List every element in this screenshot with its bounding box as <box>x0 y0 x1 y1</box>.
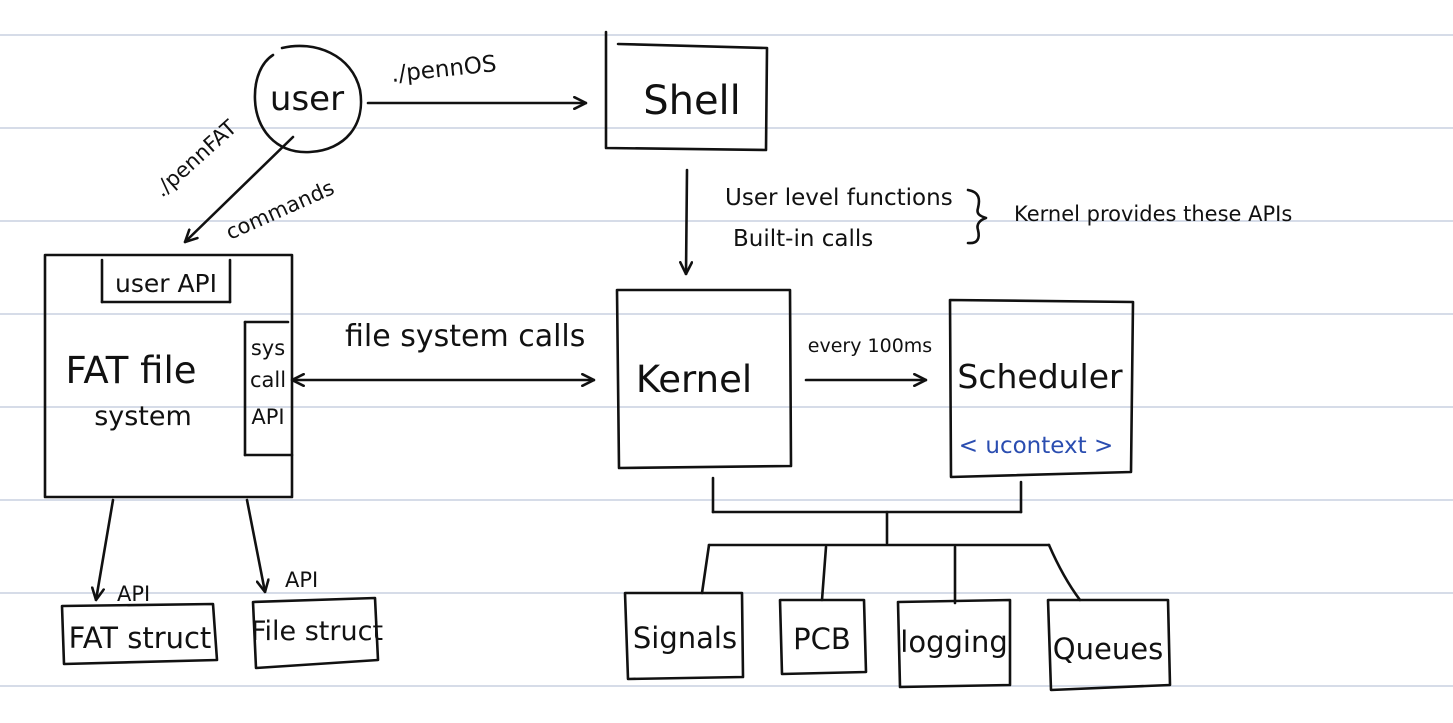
user-api-box: user API <box>100 258 232 304</box>
edge-shell-to-kernel-label-1: User level functions <box>725 185 953 211</box>
edge-fat-to-filestruct-label: API <box>285 568 318 592</box>
ucontext-label: < ucontext > <box>959 433 1113 459</box>
edge-fat-to-fatstruct-label: API <box>117 582 150 606</box>
edge-fat-to-fatstruct: API <box>96 498 150 606</box>
fat-struct-label: FAT struct <box>69 621 212 655</box>
user-label: user <box>270 79 344 119</box>
kernel-label: Kernel <box>636 358 752 401</box>
signals-label: Signals <box>633 621 737 655</box>
edge-shell-to-kernel-label-2: Built-in calls <box>733 226 873 252</box>
fat-fs-label-line1: FAT file <box>65 349 196 392</box>
syscall-api-box: sys call API <box>243 320 294 457</box>
syscall-label-line2: call <box>250 368 286 392</box>
edge-user-to-fat-label-1: ./pennFAT <box>149 115 241 201</box>
fat-fs-label-line2: system <box>94 401 192 432</box>
shell-node: Shell <box>604 30 769 152</box>
edge-user-to-fat: ./pennFAT commands <box>149 115 338 244</box>
queues-label: Queues <box>1053 632 1163 666</box>
curly-brace <box>966 188 988 245</box>
signals-node: Signals <box>623 591 745 681</box>
logging-label: logging <box>900 625 1007 659</box>
component-bus <box>700 476 1082 605</box>
file-struct-label: File struct <box>251 616 383 647</box>
edge-user-to-shell-label: ./pennOS <box>390 51 498 88</box>
queues-node: Queues <box>1046 598 1172 692</box>
edge-kernel-to-scheduler-label: every 100ms <box>808 335 932 357</box>
fat-file-system-node: user API FAT file system sys call API <box>43 253 294 499</box>
edge-kernel-to-scheduler: every 100ms <box>804 335 932 380</box>
kernel-node: Kernel <box>615 288 793 470</box>
syscall-label-line1: sys <box>251 336 285 360</box>
edge-fat-kernel: file system calls <box>290 319 596 380</box>
edge-fat-kernel-label: file system calls <box>345 319 585 354</box>
syscall-label-line3: API <box>251 405 284 429</box>
edge-user-to-fat-label-2: commands <box>222 176 338 245</box>
user-node: user <box>253 44 363 154</box>
scheduler-label: Scheduler <box>957 357 1123 396</box>
file-struct-node: File struct <box>251 596 383 670</box>
pcb-node: PCB <box>778 598 868 676</box>
fat-struct-node: FAT struct <box>60 602 219 666</box>
shell-label: Shell <box>643 78 741 124</box>
edge-shell-to-kernel-note: Kernel provides these APIs <box>1014 202 1292 226</box>
edge-fat-to-filestruct: API <box>245 498 318 594</box>
edge-user-to-shell: ./pennOS <box>366 51 588 103</box>
logging-node: logging <box>896 598 1012 689</box>
pcb-label: PCB <box>793 622 851 656</box>
user-api-label: user API <box>115 269 217 298</box>
scheduler-node: Scheduler < ucontext > <box>948 298 1135 479</box>
edge-shell-to-kernel: User level functions Built-in calls Kern… <box>686 168 1292 276</box>
